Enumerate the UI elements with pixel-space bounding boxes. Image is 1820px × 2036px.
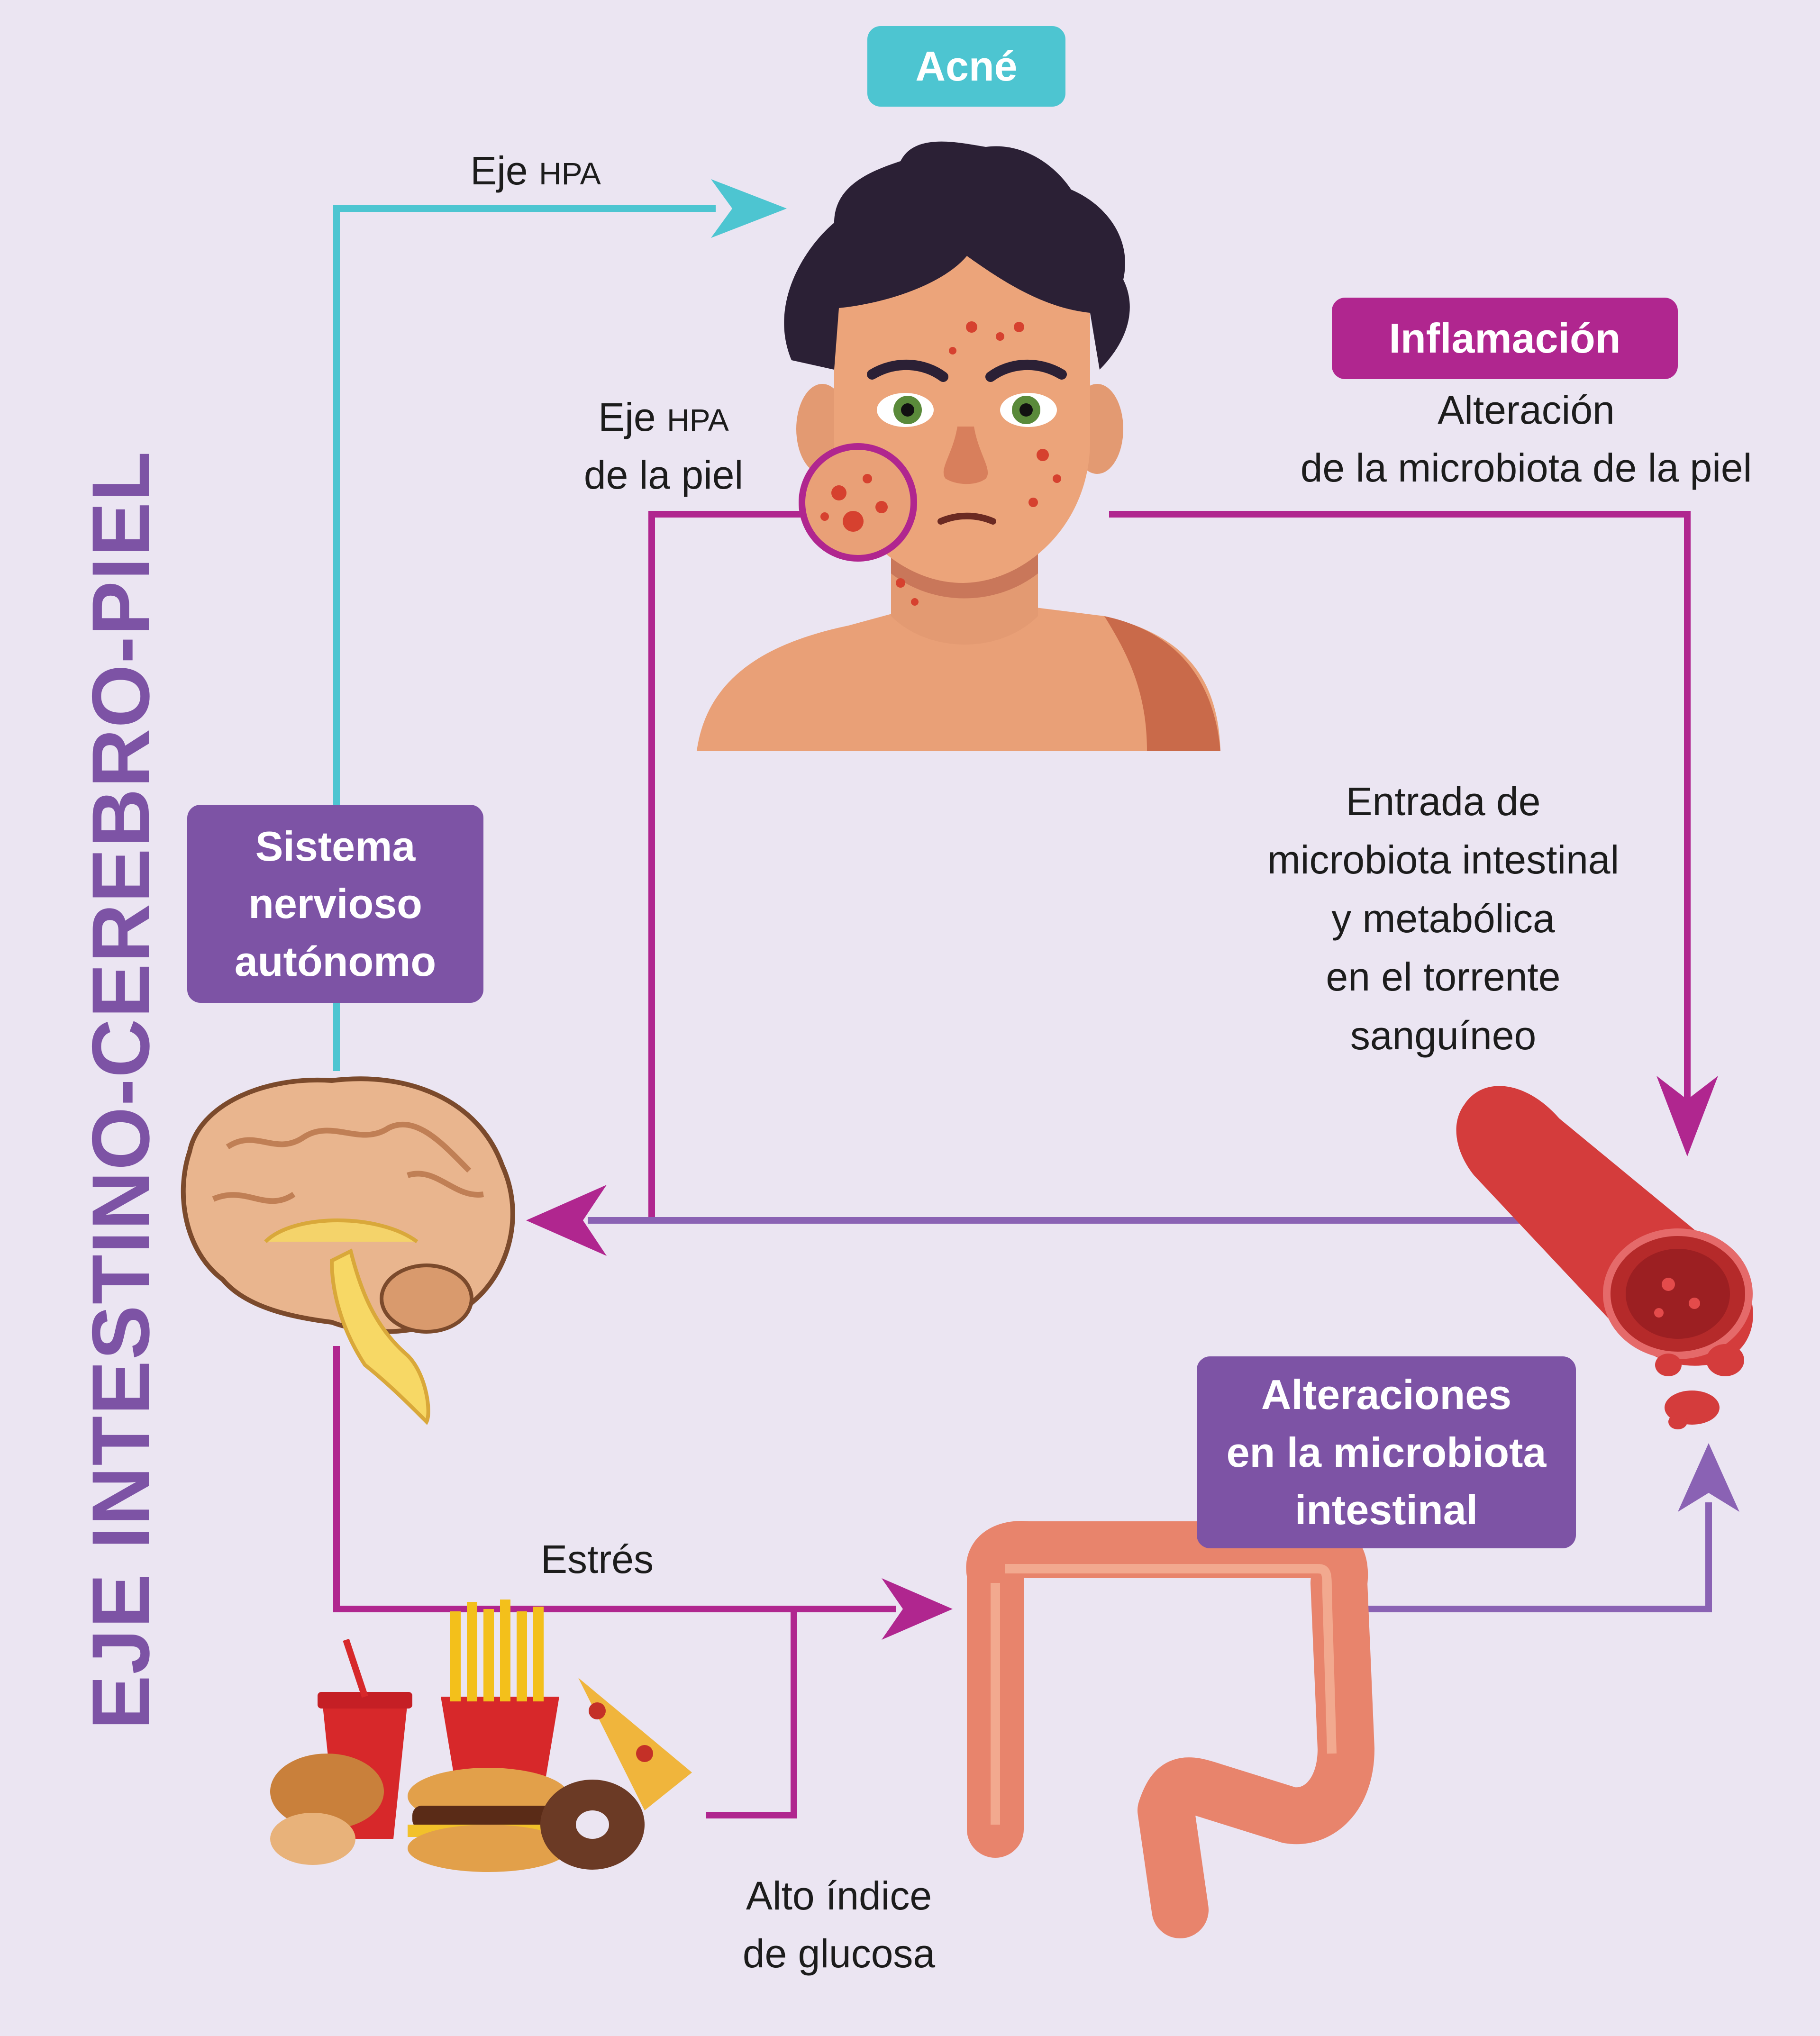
eje-hpa-piel-arrow xyxy=(648,511,806,1220)
estres-label: Estrés xyxy=(540,1537,654,1582)
sistema-nervioso-badge: Sistema nervioso autónomo xyxy=(187,805,483,1003)
inflamacion-badge: Inflamación xyxy=(1332,298,1678,379)
sistema-line-2: nervioso xyxy=(248,880,422,927)
alteraciones-line-3: intestinal xyxy=(1294,1486,1478,1534)
acne-badge-label: Acné xyxy=(915,43,1018,90)
estres-arrow xyxy=(333,1346,953,1640)
acne-badge: Acné xyxy=(867,26,1065,107)
alteraciones-line-1: Alteraciones xyxy=(1261,1371,1512,1418)
entrada-line-5: sanguíneo xyxy=(1350,1013,1537,1058)
eje-hpa-piel-main: Eje xyxy=(598,395,656,439)
entrada-line-1: Entrada de xyxy=(1346,779,1541,824)
alteracion-piel-line-1: Alteración xyxy=(1438,388,1615,432)
glucosa-arrow xyxy=(706,1609,797,1818)
sistema-line-3: autónomo xyxy=(234,937,437,985)
fast-food-illustration xyxy=(270,1600,692,1872)
eje-hpa-main: Eje xyxy=(470,148,528,193)
alteracion-piel-label: Alteración de la microbiota de la piel xyxy=(1251,382,1801,497)
eje-hpa-small: HPA xyxy=(538,156,601,191)
vessel-to-brain-arrow xyxy=(526,1185,1543,1256)
alteraciones-microbiota-badge: Alteraciones en la microbiota intestinal xyxy=(1197,1356,1576,1548)
intestine-illustration xyxy=(966,1521,1374,1938)
sistema-line-1: Sistema xyxy=(255,822,416,870)
entrada-line-4: en el torrente xyxy=(1326,954,1561,1000)
brain-illustration xyxy=(181,1076,515,1425)
blood-vessel-illustration xyxy=(1456,1086,1753,1429)
eje-hpa-label: Eje HPA xyxy=(427,142,645,200)
entrada-microbiota-label: Entrada de microbiota intestinal y metab… xyxy=(1213,773,1673,1065)
eje-hpa-piel-small: HPA xyxy=(666,402,729,437)
alto-indice-glucosa-label: Alto índice de glucosa xyxy=(697,1867,981,1983)
intestine-to-vessel-arrow xyxy=(1351,1443,1739,1612)
alteraciones-line-2: en la microbiota xyxy=(1226,1428,1547,1476)
face-to-vessel-arrow xyxy=(1109,511,1718,1156)
eje-hpa-piel-label: Eje HPA de la piel xyxy=(545,389,782,504)
entrada-line-2: microbiota intestinal xyxy=(1267,837,1620,882)
glucosa-line-1: Alto índice xyxy=(746,1873,932,1918)
teen-face-illustration xyxy=(697,141,1220,751)
alteracion-piel-line-2: de la microbiota de la piel xyxy=(1300,445,1752,490)
eje-hpa-arrow xyxy=(333,179,787,1071)
glucosa-line-2: de glucosa xyxy=(742,1931,936,1976)
entrada-line-3: y metabólica xyxy=(1331,896,1555,941)
eje-hpa-piel-line-2: de la piel xyxy=(583,452,744,497)
inflamacion-badge-label: Inflamación xyxy=(1389,315,1621,362)
diagram-title: EJE INTESTINO-CEREBRO-PIEL xyxy=(75,450,166,1730)
